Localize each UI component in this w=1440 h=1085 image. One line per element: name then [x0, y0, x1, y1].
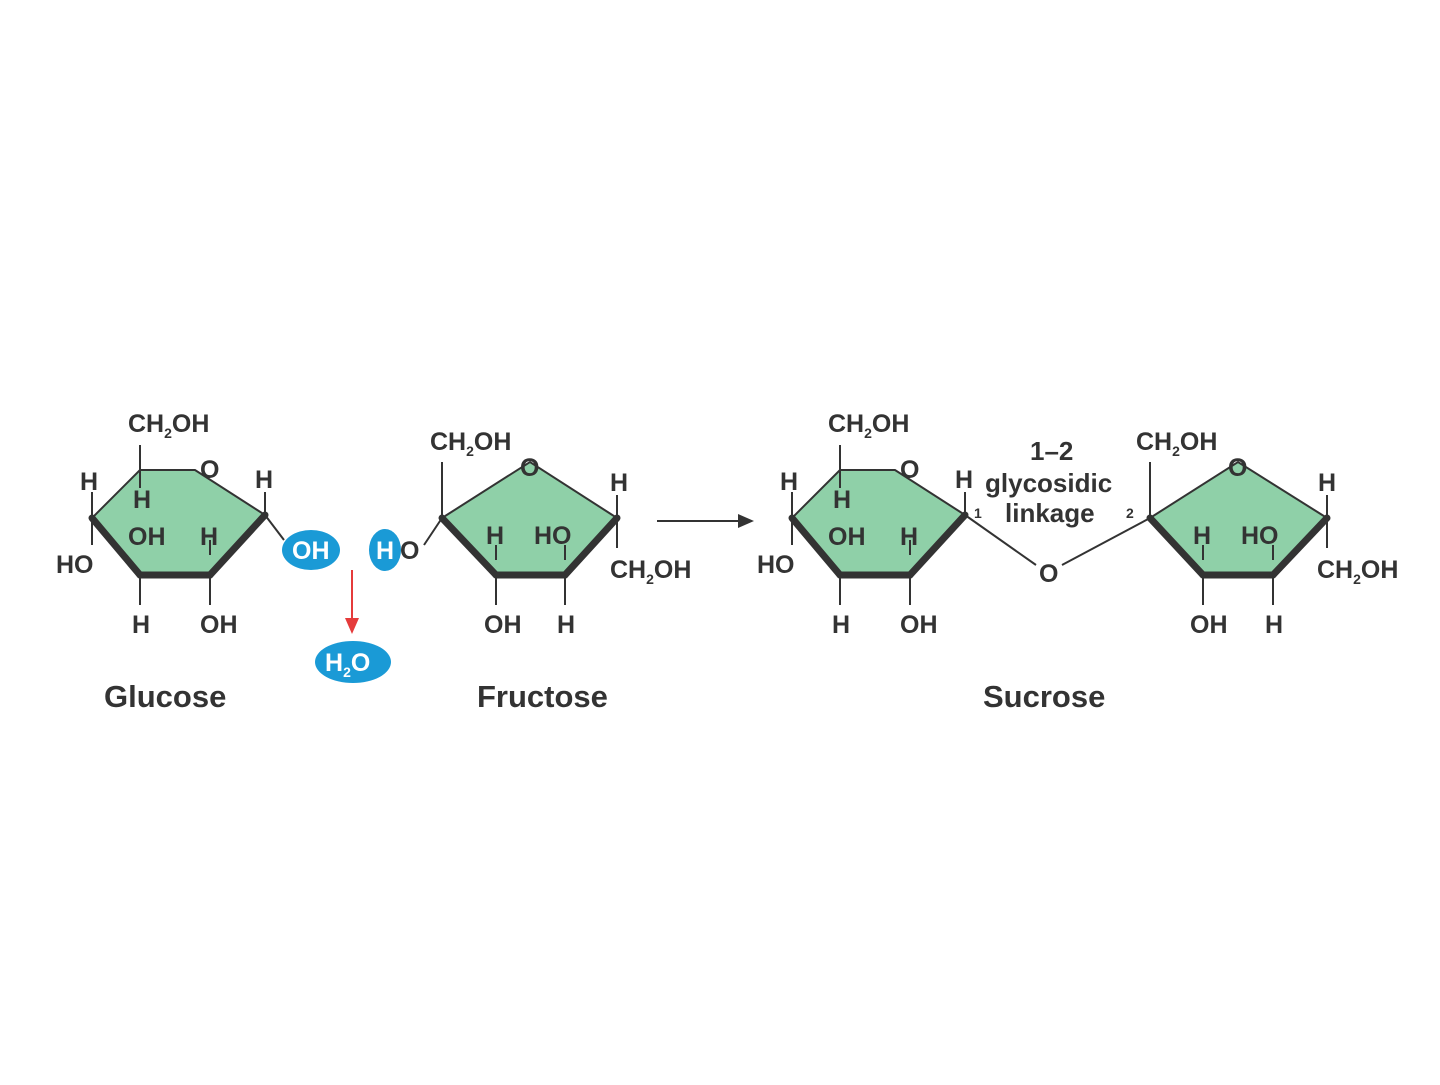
- sucrose-glucose-h-right-top: H: [955, 466, 973, 494]
- glucose-h-left-top: H: [80, 468, 98, 496]
- glucose-oh-bottom: OH: [200, 611, 238, 639]
- glucose-ring-front-right: [206, 511, 269, 579]
- glucose-oh-inner: OH: [128, 523, 166, 551]
- fructose-ring-oxygen: O: [520, 454, 539, 482]
- glucose-ring-front-left: [88, 514, 144, 579]
- water-highlight: [315, 641, 391, 683]
- fructose-name: Fructose: [477, 679, 608, 714]
- glycosidic-bond-left: [964, 514, 1037, 566]
- sucrose-glucose-ho-left: HO: [757, 551, 795, 579]
- water-label: H2O: [325, 649, 370, 680]
- fructose-h-inner-left: H: [486, 522, 504, 550]
- reaction-arrow: [657, 514, 754, 528]
- glucose-h-right-top: H: [255, 466, 273, 494]
- fructose-molecule: CH2OH O H H HO CH2OH OH H H O Fructose: [369, 428, 691, 714]
- linkage-number: 1–2: [1030, 436, 1073, 466]
- glucose-name: Glucose: [104, 679, 226, 714]
- glucose-h-inner-right: H: [200, 523, 218, 551]
- sucrose-fructose-ho-inner: HO: [1241, 522, 1279, 550]
- glucose-molecule: CH2OH O H H H OH H HO H OH OH Glucose: [56, 410, 340, 714]
- water-elimination: H2O: [315, 570, 391, 683]
- glucose-ho-left: HO: [56, 551, 94, 579]
- sucrose-molecule: O CH2OH O H H H OH H HO H OH 1–2 glycosi…: [757, 410, 1398, 714]
- sucrose-fructose-oh-bottom: OH: [1190, 611, 1228, 639]
- glycosidic-bond-right: [1061, 517, 1151, 566]
- sucrose-fructose-ch2oh-top: CH2OH: [1136, 428, 1217, 459]
- sucrose-glucose-oh-inner: OH: [828, 523, 866, 551]
- sucrose-glucose-h-inner-right: H: [900, 523, 918, 551]
- glucose-h-bottom: H: [132, 611, 150, 639]
- sucrose-glucose-h-bottom: H: [832, 611, 850, 639]
- fructose-h-bottom: H: [557, 611, 575, 639]
- sucrose-glucose-h-left-top: H: [780, 468, 798, 496]
- fructose-h-highlight: [369, 529, 401, 571]
- fructose-ho-inner: HO: [534, 522, 572, 550]
- glucose-ring-oxygen: O: [200, 456, 219, 484]
- fructose-h-right-top: H: [610, 469, 628, 497]
- linkage-glycosidic: glycosidic: [985, 468, 1112, 498]
- glucose-h-inner: H: [133, 486, 151, 514]
- linkage-word: linkage: [1005, 498, 1095, 528]
- linkage-position-1: 1: [974, 505, 982, 521]
- sucrose-fructose-h-right-top: H: [1318, 469, 1336, 497]
- glycosidic-oxygen: O: [1039, 560, 1058, 588]
- glucose-oh-highlight-label: OH: [292, 537, 330, 565]
- fructose-oxygen-left: O: [400, 537, 419, 565]
- sucrose-fructose-h-bottom: H: [1265, 611, 1283, 639]
- glucose-ch2oh-label: CH2OH: [128, 410, 209, 441]
- fructose-h-highlight-label: H: [376, 537, 394, 565]
- fructose-oh-bottom: OH: [484, 611, 522, 639]
- fructose-ch2oh-top: CH2OH: [430, 428, 511, 459]
- sucrose-fructose-ring-oxygen: O: [1228, 454, 1247, 482]
- sucrose-glucose-h-inner: H: [833, 486, 851, 514]
- sucrose-name: Sucrose: [983, 679, 1105, 714]
- glucose-ring: [90, 469, 267, 576]
- sucrose-glucose-ch2oh: CH2OH: [828, 410, 909, 441]
- linkage-position-2: 2: [1126, 505, 1134, 521]
- water-arrow-head: [345, 618, 359, 634]
- sucrose-fructose-ch2oh-right: CH2OH: [1317, 556, 1398, 587]
- sucrose-glucose-ring-oxygen: O: [900, 456, 919, 484]
- sucrose-glucose-ring: [790, 469, 967, 576]
- sucrose-fructose-h-inner-left: H: [1193, 522, 1211, 550]
- sucrose-glucose-oh-bottom: OH: [900, 611, 938, 639]
- fructose-ch2oh-right: CH2OH: [610, 556, 691, 587]
- glucose-oh-highlight: [282, 530, 340, 570]
